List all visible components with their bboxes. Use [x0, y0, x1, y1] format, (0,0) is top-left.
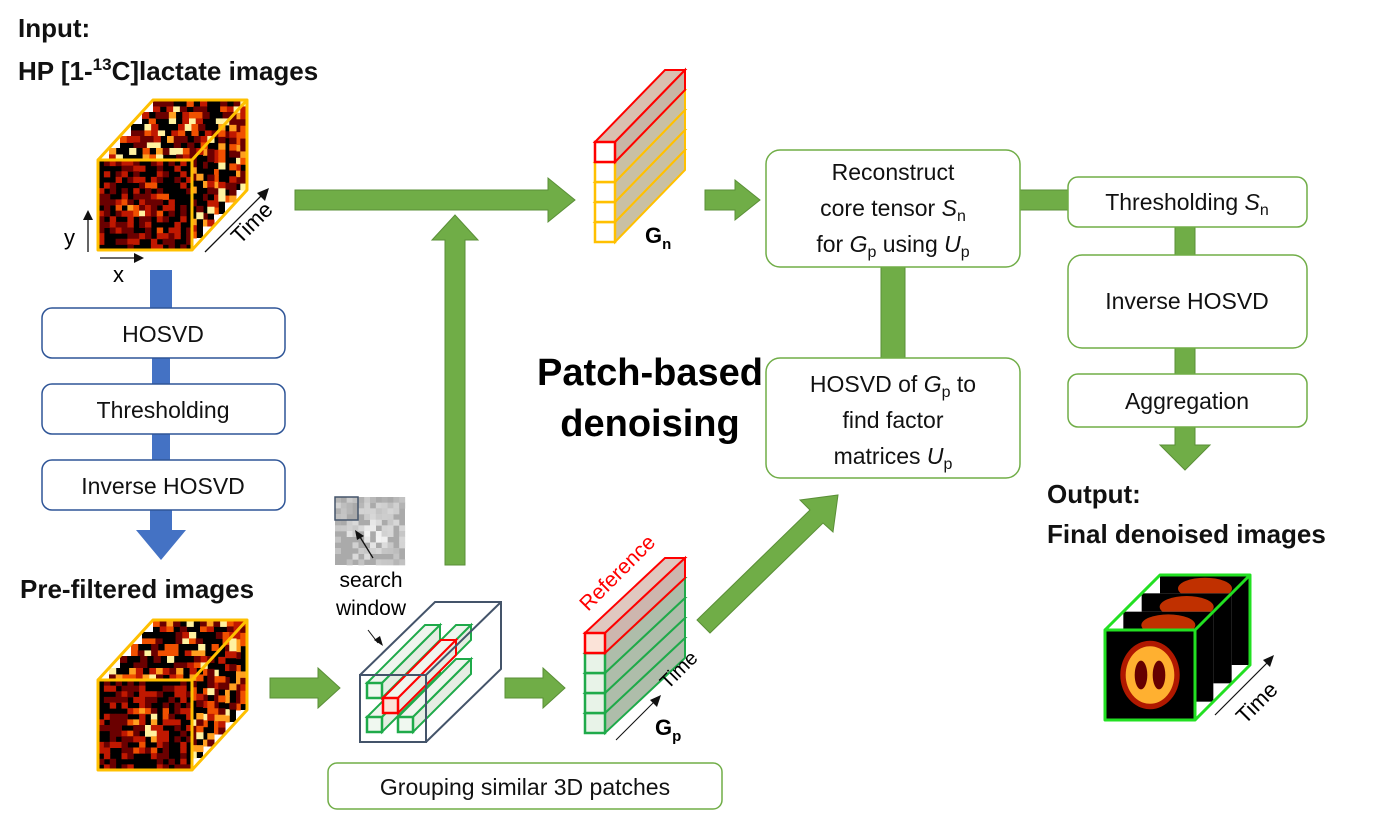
output-title: Output:: [1047, 479, 1141, 509]
aggregation-box: Aggregation: [1067, 373, 1308, 428]
svg-text:for Gp using Up: for Gp using Up: [816, 231, 969, 261]
svg-text:Thresholding: Thresholding: [97, 397, 230, 423]
thresholding-sn-box: Thresholding Sn: [1067, 176, 1308, 228]
patch-front: [583, 691, 607, 715]
y-axis-label: y: [64, 225, 75, 250]
blue-down-arrow: [136, 510, 186, 560]
volume-front: [359, 674, 427, 743]
svg-text:find factor: find factor: [843, 407, 944, 433]
input-subtitle: HP [1-13C]lactate images: [18, 55, 318, 86]
prefiltered-label: Pre-filtered images: [20, 574, 254, 604]
connector-reconstruct-threshold: [1019, 189, 1069, 211]
patch-front: [365, 681, 384, 700]
svg-text:HOSVD: HOSVD: [122, 321, 204, 347]
front-image: [98, 680, 193, 771]
blue-connector: [152, 434, 170, 460]
patch-front: [593, 140, 617, 164]
output-time-arrow-icon: [1214, 655, 1274, 716]
hosvd-gp-box: HOSVD of Gp to find factor matrices Up: [765, 357, 1021, 479]
front-image: [98, 160, 193, 251]
output-image-stack: [1103, 573, 1252, 722]
patch-front: [583, 631, 607, 655]
xy-axes: [83, 188, 269, 263]
title-line-2: denoising: [560, 403, 739, 445]
gp-label: Gp: [655, 715, 681, 745]
gn-label: Gn: [645, 223, 671, 253]
blue-connector: [152, 358, 170, 384]
svg-text:Inverse HOSVD: Inverse HOSVD: [81, 473, 245, 499]
patch-front: [365, 715, 384, 734]
svg-text:Grouping similar 3D patches: Grouping similar 3D patches: [380, 774, 670, 800]
patch-front: [593, 160, 617, 184]
arrow-to-gn: [294, 176, 576, 224]
gp-patch-group: [582, 555, 688, 736]
x-axis-label: x: [113, 262, 124, 287]
blue-connector: [150, 270, 172, 310]
patch-front: [593, 220, 617, 244]
patch-front: [396, 715, 415, 734]
arrow-gn-to-reconstruct: [704, 178, 761, 222]
arrow-to-patch: [269, 666, 341, 710]
connector-reconstruct-hosvd: [880, 266, 906, 359]
input-image-stack: [96, 98, 249, 252]
step-thresholding: Thresholding: [41, 383, 286, 435]
patch-front: [583, 711, 607, 735]
reconstruct-core-tensor-box: Reconstruct core tensor Sn for Gp using …: [765, 149, 1021, 268]
grouping-label-box: Grouping similar 3D patches: [327, 762, 723, 810]
3d-patch-search-volume: [359, 601, 502, 743]
arrow-gp-to-hosvd: [696, 494, 839, 634]
search-arrow-icon: [355, 530, 374, 559]
gp-time-arrow-icon: [615, 695, 661, 741]
arrow-to-gp: [504, 666, 566, 710]
svg-text:Aggregation: Aggregation: [1125, 388, 1249, 414]
input-title: Input:: [18, 13, 90, 43]
patch-front: [583, 671, 607, 695]
svg-text:HOSVD of Gp to: HOSVD of Gp to: [810, 371, 976, 401]
inverse-hosvd-box: Inverse HOSVD: [1067, 254, 1308, 349]
svg-text:Reconstruct: Reconstruct: [832, 159, 955, 185]
output-subtitle: Final denoised images: [1047, 519, 1326, 549]
gn-patch-group: [592, 67, 688, 245]
patch-front: [381, 696, 400, 715]
svg-text:Inverse HOSVD: Inverse HOSVD: [1105, 288, 1269, 314]
search-window-label-2: window: [335, 597, 407, 620]
prefiltered-image-stack: [96, 618, 249, 772]
connector-threshold-inverse: [1174, 226, 1196, 256]
arrow-up-to-top: [430, 214, 480, 566]
search-window-image: [335, 497, 406, 566]
search-window-box: [334, 496, 359, 521]
step-inverse-hosvd: Inverse HOSVD: [41, 459, 286, 511]
patch-front: [583, 651, 607, 675]
search-window-label-1: search: [339, 569, 402, 592]
title-line-1: Patch-based: [537, 352, 763, 394]
search-window-arrow-icon: [367, 629, 383, 646]
front-image: [1105, 630, 1195, 720]
patch-front: [593, 200, 617, 224]
output-time-label: Time: [1231, 677, 1283, 729]
connector-inverse-aggregation: [1174, 347, 1196, 375]
svg-text:core tensor Sn: core tensor Sn: [820, 195, 966, 225]
patch-front: [593, 180, 617, 204]
step-hosvd: HOSVD: [41, 307, 286, 359]
arrow-aggregation-to-output: [1158, 426, 1212, 471]
svg-text:matrices Up: matrices Up: [834, 443, 953, 473]
svg-text:Thresholding Sn: Thresholding Sn: [1105, 189, 1269, 219]
